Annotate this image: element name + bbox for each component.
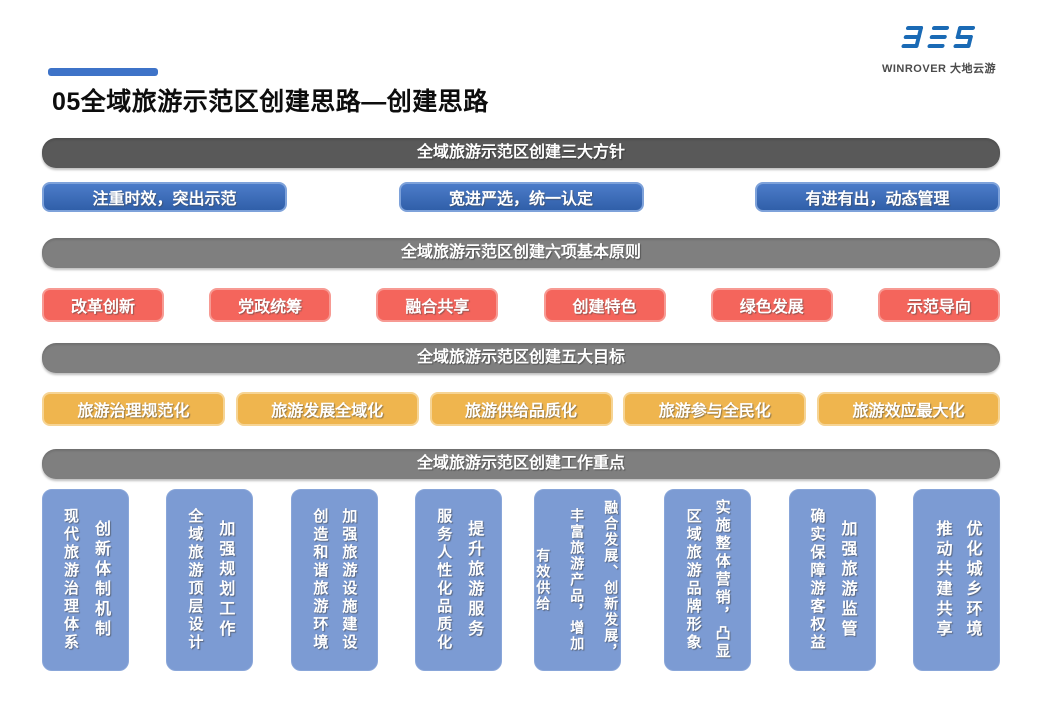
banner-six-principles: 全域旅游示范区创建六项基本原则 xyxy=(42,238,1000,268)
work-focus-row: 创新体制机制 现代旅游治理体系 加强规划工作 全域旅游顶层设计 加强旅游设施建设… xyxy=(42,489,1000,671)
work-focus-main: 实施整体营销，凸显 xyxy=(713,499,731,661)
principle-item: 党政统筹 xyxy=(209,288,332,322)
work-focus-sub: 现代旅游治理体系 xyxy=(62,508,79,652)
work-focus-sub: 丰富旅游产品，增加 xyxy=(569,508,586,652)
work-focus-sub: 推动共建共享 xyxy=(933,520,951,640)
work-focus-box: 融合发展、创新发展， 丰富旅游产品，增加 有效供给 xyxy=(533,489,621,671)
work-focus-box: 提升旅游服务 服务人性化品质化 xyxy=(415,489,503,671)
guideline-item: 注重时效，突出示范 xyxy=(42,182,287,212)
principle-item: 融合共享 xyxy=(376,288,499,322)
work-focus-main: 提升旅游服务 xyxy=(465,520,483,640)
work-focus-box: 加强规划工作 全域旅游顶层设计 xyxy=(166,489,254,671)
goals-row: 旅游治理规范化 旅游发展全域化 旅游供给品质化 旅游参与全民化 旅游效应最大化 xyxy=(42,392,1000,426)
work-focus-main: 加强旅游设施建设 xyxy=(340,508,358,652)
brand-logo-icon xyxy=(901,26,976,48)
banner-work-focus: 全域旅游示范区创建工作重点 xyxy=(42,449,1000,479)
brand-name: WINROVER 大地云游 xyxy=(881,63,997,75)
work-focus-box: 加强旅游设施建设 创造和谐旅游环境 xyxy=(290,489,378,671)
work-focus-main: 优化城乡环境 xyxy=(963,520,981,640)
goal-item: 旅游供给品质化 xyxy=(429,392,613,426)
work-focus-sub: 全域旅游顶层设计 xyxy=(186,508,204,652)
banner-five-goals: 全域旅游示范区创建五大目标 xyxy=(42,343,1000,373)
work-focus-sub: 区域旅游品牌形象 xyxy=(684,508,702,652)
principles-row: 改革创新 党政统筹 融合共享 创建特色 绿色发展 示范导向 xyxy=(42,288,1000,322)
work-focus-box: 创新体制机制 现代旅游治理体系 xyxy=(42,489,129,671)
work-focus-sub: 确实保障游客权益 xyxy=(808,508,826,652)
work-focus-sub: 创造和谐旅游环境 xyxy=(311,508,329,652)
title-accent-bar xyxy=(48,68,158,76)
page-title: 05全域旅游示范区创建思路—创建思路 xyxy=(52,88,489,116)
principle-item: 改革创新 xyxy=(42,288,164,322)
goal-item: 旅游治理规范化 xyxy=(42,392,225,426)
guideline-item: 有进有出，动态管理 xyxy=(755,182,1000,212)
banner-three-guidelines: 全域旅游示范区创建三大方针 xyxy=(42,138,1000,168)
work-focus-main: 加强旅游监管 xyxy=(838,520,856,640)
slide-content: 全域旅游示范区创建三大方针 注重时效，突出示范 宽进严选，统一认定 有进有出，动… xyxy=(42,138,1000,671)
work-focus-box: 实施整体营销，凸显 区域旅游品牌形象 xyxy=(664,489,752,671)
work-focus-box: 优化城乡环境 推动共建共享 xyxy=(912,489,1000,671)
work-focus-main: 加强规划工作 xyxy=(216,520,234,640)
guidelines-row: 注重时效，突出示范 宽进严选，统一认定 有进有出，动态管理 xyxy=(42,182,1000,212)
goal-item: 旅游参与全民化 xyxy=(623,392,807,426)
principle-item: 创建特色 xyxy=(543,288,666,322)
work-focus-sub: 服务人性化品质化 xyxy=(435,508,453,652)
principle-item: 示范导向 xyxy=(877,288,1000,322)
work-focus-main: 创新体制机制 xyxy=(92,520,109,640)
guideline-item: 宽进严选，统一认定 xyxy=(398,182,644,212)
work-focus-main: 融合发展、创新发展， xyxy=(603,500,620,660)
work-focus-sub: 有效供给 xyxy=(535,548,552,612)
goal-item: 旅游发展全域化 xyxy=(235,392,419,426)
work-focus-box: 加强旅游监管 确实保障游客权益 xyxy=(788,489,876,671)
goal-item: 旅游效应最大化 xyxy=(817,392,1000,426)
brand-logo: WINROVER 大地云游 xyxy=(874,20,1004,76)
principle-item: 绿色发展 xyxy=(710,288,833,322)
